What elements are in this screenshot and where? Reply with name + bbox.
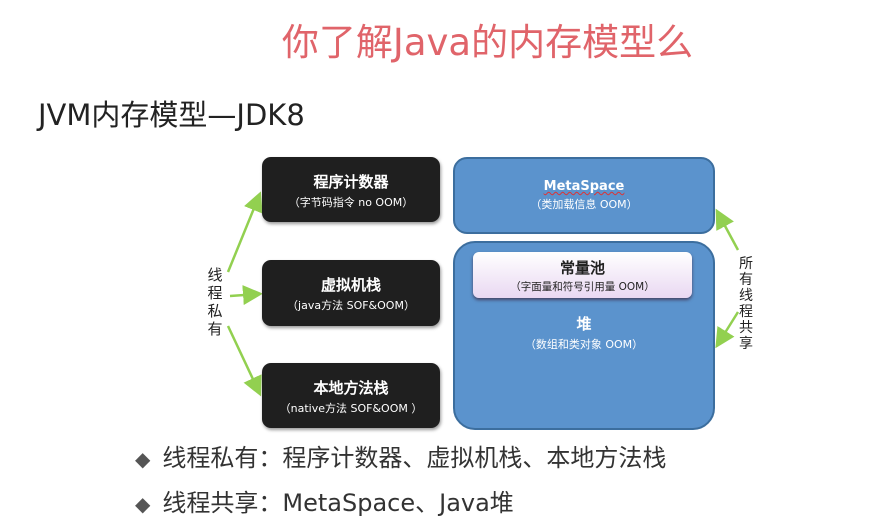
diamond-bullet-icon: ◆	[135, 447, 151, 471]
bullet-item: ◆ 线程私有：程序计数器、虚拟机栈、本地方法栈	[135, 438, 666, 473]
diamond-bullet-icon: ◆	[135, 492, 151, 516]
box-desc: （类加载信息 OOM）	[530, 198, 638, 211]
vm-stack-box: 虚拟机栈 （java方法 SOF&OOM）	[262, 260, 440, 326]
box-desc: （字节码指令 no OOM）	[288, 196, 414, 209]
box-title: MetaSpace	[543, 179, 625, 194]
arrow-to-metaspace	[715, 208, 740, 251]
slide-subtitle: JVM内存模型—JDK8	[38, 98, 305, 132]
box-title: 堆	[576, 315, 592, 333]
box-desc: （java方法 SOF&OOM）	[287, 299, 415, 312]
arrow-to-vm-stack	[229, 285, 263, 306]
arrow-to-pc	[226, 191, 263, 273]
box-title: 常量池	[559, 259, 605, 277]
box-title: 本地方法栈	[313, 379, 389, 397]
arrow-to-heap	[715, 311, 740, 349]
box-desc: （数组和类对象 OOM）	[524, 338, 644, 351]
bullet-item: ◆ 线程共享：MetaSpace、Java堆	[135, 483, 514, 518]
box-title: 虚拟机栈	[320, 276, 381, 294]
slide-title: 你了解Java的内存模型么	[281, 21, 694, 64]
box-desc: （字面量和符号引用量 OOM）	[510, 281, 655, 293]
metaspace-box: MetaSpace （类加载信息 OOM）	[453, 157, 715, 234]
constant-pool-box: 常量池 （字面量和符号引用量 OOM）	[473, 252, 692, 298]
thread-shared-label: 所有线程共享	[739, 256, 753, 352]
thread-private-label: 线程私有	[207, 266, 223, 338]
native-stack-box: 本地方法栈 （native方法 SOF&OOM ）	[262, 363, 440, 428]
box-title: 程序计数器	[313, 173, 389, 191]
bullet-text: 线程私有：程序计数器、虚拟机栈、本地方法栈	[162, 444, 667, 472]
arrow-to-native-stack	[226, 325, 262, 397]
box-desc: （native方法 SOF&OOM ）	[279, 402, 423, 415]
program-counter-box: 程序计数器 （字节码指令 no OOM）	[262, 157, 440, 222]
bullet-text: 线程共享：MetaSpace、Java堆	[162, 489, 514, 517]
